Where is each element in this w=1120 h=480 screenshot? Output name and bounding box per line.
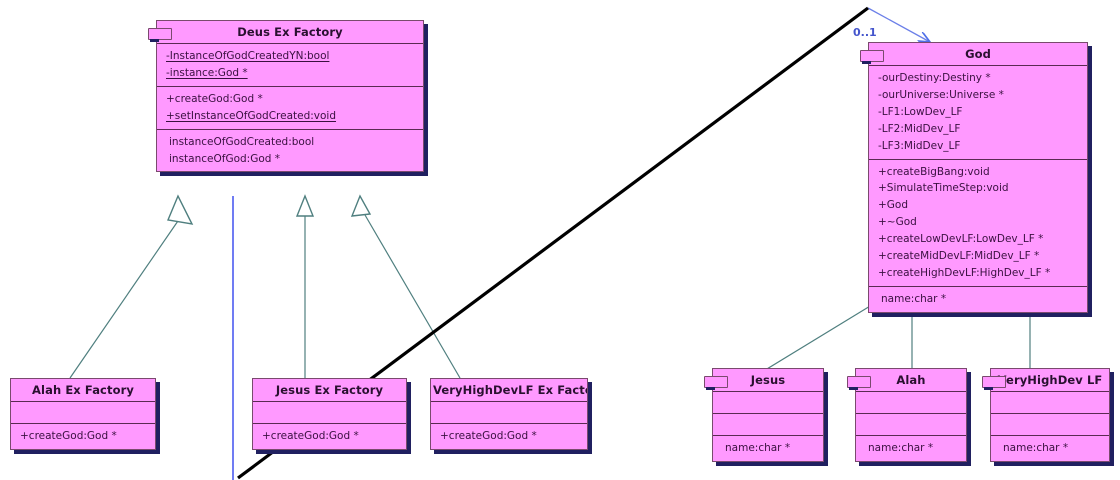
class-title: Alah — [896, 373, 926, 387]
class-handle-icon — [847, 376, 871, 390]
class-box-veryhighdevlf-ex-factory[interactable]: VeryHighDevLF Ex Factory +createGod:God … — [430, 378, 588, 450]
operation-row: +createGod:God * — [20, 430, 117, 442]
extras-compartment: instanceOfGodCreated:bool instanceOfGod:… — [157, 128, 423, 172]
class-box-jesus-ex-factory[interactable]: Jesus Ex Factory +createGod:God * — [252, 378, 407, 450]
multiplicity-label-god: 0..1 — [853, 26, 877, 39]
attributes-compartment — [991, 391, 1109, 413]
class-box-alah-ex-factory[interactable]: Alah Ex Factory +createGod:God * — [10, 378, 156, 450]
class-handle-icon — [704, 376, 728, 390]
class-title: Jesus Ex Factory — [275, 383, 384, 397]
class-title: Jesus — [750, 373, 786, 387]
extras-compartment: name:char * — [713, 435, 823, 461]
class-box-veryhighdev-lf[interactable]: VeryHighDev LF name:char * — [982, 368, 1110, 462]
operations-compartment — [713, 413, 823, 435]
extra-row: name:char * — [725, 442, 791, 454]
attribute-row: -instance:God * — [166, 66, 248, 79]
operation-row: +createGod:God * — [440, 430, 537, 442]
extra-row: instanceOfGodCreated:bool — [169, 135, 315, 148]
class-title: VeryHighDev LF — [997, 373, 1103, 387]
operation-row: +createBigBang:void — [878, 165, 990, 178]
class-box-god[interactable]: God -ourDestiny:Destiny * -ourUniverse:U… — [860, 42, 1088, 313]
attribute-row: -LF1:LowDev_LF — [878, 105, 963, 118]
attribute-row: -InstanceOfGodCreatedYN:bool — [166, 50, 330, 62]
attributes-compartment — [856, 391, 966, 413]
class-handle-icon — [982, 376, 1006, 390]
attributes-compartment — [253, 401, 406, 423]
generalization-alahexfactory-to-deusexfactory — [69, 194, 194, 379]
operations-compartment: +createBigBang:void +SimulateTimeStep:vo… — [869, 158, 1087, 286]
class-handle-icon — [860, 50, 884, 64]
class-box-deus-ex-factory[interactable]: Deus Ex Factory -InstanceOfGodCreatedYN:… — [148, 20, 424, 173]
operations-compartment: +createGod:God * — [431, 423, 587, 449]
class-box-alah[interactable]: Alah name:char * — [847, 368, 967, 462]
operation-row: +createMidDevLF:MidDev_LF * — [878, 250, 1040, 263]
attribute-row: -LF3:MidDev_LF — [878, 139, 961, 152]
extra-row: instanceOfGod:God * — [169, 152, 281, 165]
extras-compartment: name:char * — [856, 435, 966, 461]
attributes-compartment — [11, 401, 155, 423]
operation-row: +createGod:God * — [262, 430, 359, 442]
attributes-compartment: -ourDestiny:Destiny * -ourUniverse:Unive… — [869, 65, 1087, 159]
operation-row: +setInstanceOfGodCreated:void — [166, 109, 337, 122]
attribute-row: -ourUniverse:Universe * — [878, 88, 1004, 101]
operation-row: +createLowDevLF:LowDev_LF * — [878, 233, 1044, 246]
generalization-veryhighdevlfexfactory-to-deusexfactory — [350, 194, 461, 379]
extras-compartment: name:char * — [869, 285, 1087, 312]
extras-compartment: name:char * — [991, 435, 1109, 461]
operations-compartment: +createGod:God * +setInstanceOfGodCreate… — [157, 85, 423, 129]
attributes-compartment — [713, 391, 823, 413]
attributes-compartment: -InstanceOfGodCreatedYN:bool -instance:G… — [157, 43, 423, 86]
extra-row: name:char * — [868, 442, 934, 454]
attributes-compartment — [431, 401, 587, 423]
operations-compartment — [856, 413, 966, 435]
operation-row: +SimulateTimeStep:void — [878, 182, 1009, 195]
class-title: VeryHighDevLF Ex Factory — [433, 383, 587, 397]
operation-row: +createHighDevLF:HighDev_LF * — [878, 266, 1051, 279]
class-title: God — [965, 47, 991, 61]
operations-compartment — [991, 413, 1109, 435]
operation-row: +createGod:God * — [166, 92, 263, 105]
operation-row: +~God — [878, 216, 917, 229]
attribute-row: -ourDestiny:Destiny * — [878, 72, 991, 84]
operations-compartment: +createGod:God * — [253, 423, 406, 449]
class-box-jesus[interactable]: Jesus name:char * — [704, 368, 824, 462]
class-title: Deus Ex Factory — [237, 25, 343, 39]
extra-row: name:char * — [1003, 442, 1069, 454]
operation-row: +God — [878, 199, 909, 212]
class-title: Alah Ex Factory — [32, 383, 134, 397]
attribute-row: -LF2:MidDev_LF — [878, 122, 961, 135]
extra-row: name:char * — [881, 292, 947, 305]
generalization-jesusexfactory-to-deusexfactory — [295, 194, 315, 378]
association-arrow-to-god — [867, 7, 930, 42]
operations-compartment: +createGod:God * — [11, 423, 155, 449]
class-handle-icon — [148, 28, 172, 42]
